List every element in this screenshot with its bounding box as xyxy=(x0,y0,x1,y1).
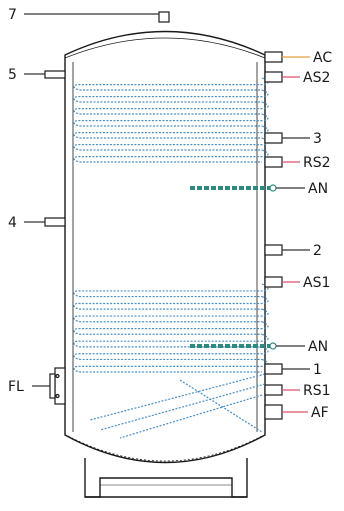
label-2: 2 xyxy=(313,243,322,259)
nozzle-ac xyxy=(264,51,283,63)
coil-return-pipe xyxy=(89,373,266,439)
label-as1: AS1 xyxy=(303,275,330,291)
label-fl: FL xyxy=(8,379,24,395)
nozzle-rs1 xyxy=(264,384,283,396)
nozzle-rs2-b xyxy=(264,156,283,168)
label-ac: AC xyxy=(313,50,332,66)
nozzle-af xyxy=(264,404,283,420)
label-af: AF xyxy=(311,405,329,421)
label-rs2: RS2 xyxy=(303,155,331,171)
nozzles xyxy=(44,11,283,420)
nozzle-2 xyxy=(264,244,283,256)
lower-heat-exchanger-coil xyxy=(73,283,269,439)
label-4: 4 xyxy=(8,215,17,231)
label-an-upper: AN xyxy=(308,181,328,197)
label-1: 1 xyxy=(313,362,322,378)
coil-winding xyxy=(73,283,269,373)
label-rs1: RS1 xyxy=(303,383,331,399)
label-an-lower: AN xyxy=(308,339,328,355)
nozzle-7 xyxy=(158,11,170,23)
tank-body xyxy=(64,30,266,464)
flange xyxy=(49,367,66,405)
tank-base-frame xyxy=(84,458,248,498)
nozzle-5 xyxy=(44,70,66,79)
label-as2: AS2 xyxy=(303,70,330,86)
label-3: 3 xyxy=(313,131,322,147)
leader-lines xyxy=(24,13,310,413)
upper-heat-exchanger-coil xyxy=(73,77,269,163)
label-7: 7 xyxy=(8,7,17,23)
labels: 7 5 4 FL AC AS2 3 RS2 AN 2 AS1 AN 1 RS1 … xyxy=(8,7,332,421)
nozzle-as1 xyxy=(264,276,283,288)
nozzle-as2 xyxy=(264,71,283,83)
nozzle-4 xyxy=(44,217,66,227)
nozzle-1 xyxy=(264,363,283,375)
nozzle-3 xyxy=(264,132,283,144)
coil-winding xyxy=(73,77,269,163)
label-5: 5 xyxy=(8,67,17,83)
